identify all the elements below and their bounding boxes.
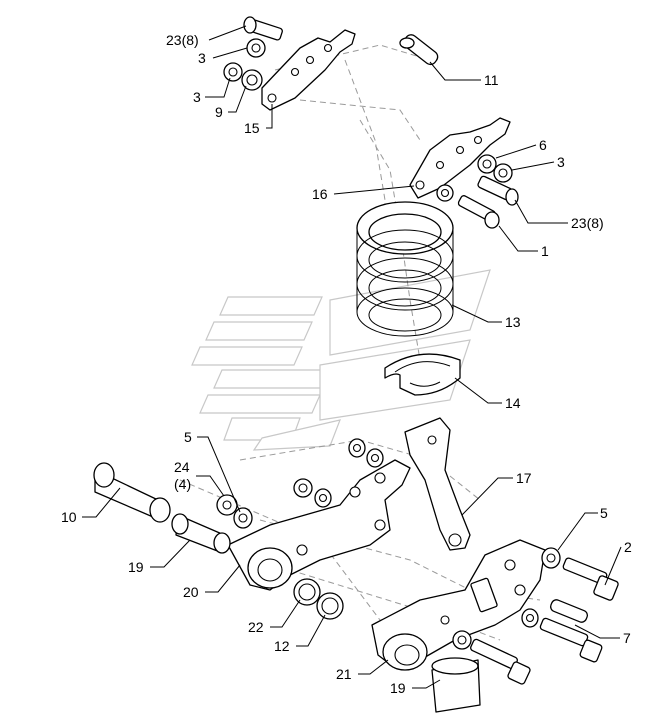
washer-part-16-small bbox=[436, 184, 454, 202]
bolt-part-2 bbox=[562, 557, 619, 601]
callout-23-8-right: 23(8) bbox=[571, 215, 604, 231]
callout-9: 9 bbox=[215, 104, 223, 120]
bracket-plate-part-15 bbox=[261, 29, 356, 111]
washer-part-5-left bbox=[233, 507, 253, 529]
callout-6: 6 bbox=[539, 137, 547, 153]
callout-20: 20 bbox=[183, 584, 199, 600]
washer-part-6 bbox=[477, 154, 497, 174]
callout-10: 10 bbox=[61, 509, 77, 525]
nut-part-24-mid bbox=[293, 478, 313, 498]
sleeve-part-10 bbox=[93, 462, 171, 523]
callout-23-8-top: 23(8) bbox=[166, 32, 199, 48]
callout-13: 13 bbox=[505, 314, 521, 330]
callout-19-bottom: 19 bbox=[390, 680, 406, 696]
callout-3-right: 3 bbox=[557, 154, 565, 170]
callout-22: 22 bbox=[248, 619, 264, 635]
washer-part-7-side bbox=[521, 608, 539, 628]
nut-part-24-left bbox=[216, 494, 238, 516]
bolt-part-21-bottom bbox=[470, 638, 531, 685]
callout-15: 15 bbox=[244, 120, 260, 136]
nut-part-3-left bbox=[223, 62, 243, 82]
callout-7: 7 bbox=[623, 630, 631, 646]
callout-3-top: 3 bbox=[198, 50, 206, 66]
callout-1: 1 bbox=[541, 243, 549, 259]
callout-21: 21 bbox=[336, 666, 352, 682]
lower-arm-part-20 bbox=[227, 459, 411, 591]
leader-lines bbox=[82, 25, 622, 689]
coil-spring-part-13 bbox=[356, 201, 454, 337]
callout-12: 12 bbox=[274, 638, 290, 654]
washer-part-21-lower bbox=[452, 630, 472, 650]
callout-17: 17 bbox=[516, 470, 532, 486]
washer-part-5-right bbox=[541, 547, 561, 569]
callout-16: 16 bbox=[312, 186, 328, 202]
nut-part-3-right bbox=[493, 163, 513, 183]
callout-3-left: 3 bbox=[193, 89, 201, 105]
callout-24: 24 bbox=[174, 459, 190, 475]
ring-part-12 bbox=[316, 592, 344, 620]
bolt-part-7-lower bbox=[539, 617, 603, 663]
nut-part-24-upper bbox=[366, 448, 384, 468]
callout-5-upper: 5 bbox=[184, 429, 192, 445]
callout-19-left: 19 bbox=[128, 559, 144, 575]
arm-part-17 bbox=[404, 417, 471, 551]
callout-labels: 23(8) 3 3 9 15 11 6 3 16 23(8) 1 13 14 5… bbox=[61, 32, 632, 696]
sleeve-part-19-bottom bbox=[431, 657, 481, 713]
washer-part-5-mid bbox=[314, 488, 332, 508]
callout-11: 11 bbox=[484, 72, 499, 88]
pin-part-11 bbox=[399, 34, 439, 66]
sleeve-part-19-left bbox=[171, 513, 231, 554]
callout-2: 2 bbox=[624, 539, 632, 555]
nut-part-3-top bbox=[246, 38, 266, 58]
lower-arm-part-21 bbox=[371, 539, 546, 671]
bolt-part-23-top bbox=[243, 16, 283, 41]
bolt-part-1 bbox=[457, 195, 500, 229]
watermark-logo bbox=[191, 269, 491, 451]
callout-24-qty: (4) bbox=[174, 476, 191, 492]
ring-part-22 bbox=[293, 578, 321, 606]
washer-part-5-upper bbox=[348, 438, 366, 458]
callout-5-right: 5 bbox=[600, 505, 608, 521]
callout-14: 14 bbox=[505, 395, 521, 411]
washer-part-9 bbox=[241, 69, 263, 91]
pin-part-7-upper bbox=[549, 599, 589, 623]
spring-seat-part-14 bbox=[384, 353, 461, 396]
